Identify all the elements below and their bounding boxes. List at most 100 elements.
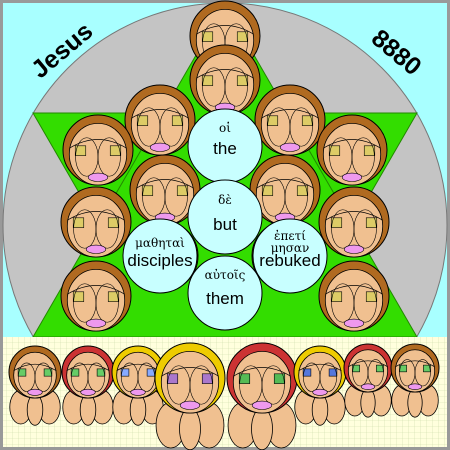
face-head [318, 260, 390, 332]
lips [341, 172, 363, 182]
cheek-lens [414, 359, 431, 387]
eye-band [109, 145, 122, 156]
face-head [154, 342, 226, 450]
eye-band [330, 217, 343, 228]
face-head [343, 343, 393, 418]
cheek-lens [367, 359, 384, 387]
brow-line [323, 139, 381, 149]
body-lobe [79, 393, 97, 426]
eye-band [107, 217, 120, 228]
face-head [61, 345, 115, 426]
english-word-1: the [213, 139, 237, 158]
cheek-lens [351, 137, 375, 177]
greek-word-1: οἱ [219, 121, 231, 135]
word-circle-2 [187, 179, 263, 255]
eye-band [74, 145, 87, 156]
eye-band [363, 145, 376, 156]
greek-word-3: μαθηταὶ [135, 236, 185, 250]
brow-line [348, 360, 388, 368]
eye-band [96, 368, 106, 377]
english-word-4: rebuked [259, 251, 321, 270]
brow-line [325, 285, 383, 295]
brow-line [66, 363, 110, 371]
eye-band [141, 185, 154, 196]
lips [179, 400, 201, 410]
eye-band [423, 364, 431, 373]
brow-line [196, 69, 254, 79]
face-head [111, 345, 165, 426]
body-lobe [26, 393, 44, 426]
brow-line [261, 109, 319, 119]
face-head [60, 260, 132, 332]
brow-line [161, 367, 219, 377]
english-word-3: disciples [127, 251, 193, 270]
eye-band [238, 373, 251, 384]
eye-band [201, 31, 214, 42]
body-lobe [311, 393, 329, 426]
body-lobe [251, 407, 273, 450]
lips [312, 388, 328, 396]
eye-band [72, 291, 85, 302]
eye-band [296, 185, 309, 196]
face-head [293, 345, 347, 426]
cheek-lens [319, 362, 337, 392]
eye-band [328, 368, 338, 377]
cheek-lens [97, 137, 121, 177]
cheek-lens [284, 177, 308, 217]
eye-band [43, 368, 53, 377]
eye-band [399, 364, 407, 373]
eye-band [146, 368, 156, 377]
brow-line [256, 179, 314, 189]
cheek-lens [159, 107, 183, 147]
eye-band [330, 291, 343, 302]
lips [130, 388, 146, 396]
brow-line [233, 367, 291, 377]
brow-line [131, 109, 189, 119]
eye-band [376, 364, 384, 373]
face-head [316, 114, 388, 186]
eye-band [107, 291, 120, 302]
brow-line [13, 363, 57, 371]
eye-band [236, 75, 249, 86]
eye-band [328, 145, 341, 156]
greek-word-2: δὲ [218, 193, 232, 207]
brow-line [298, 363, 342, 371]
eye-band [365, 217, 378, 228]
brow-line [67, 285, 125, 295]
eye-band [352, 364, 360, 373]
body-lobe [360, 387, 376, 418]
eye-band [302, 368, 312, 377]
eye-band [301, 115, 314, 126]
lips [87, 172, 109, 182]
eye-band [70, 368, 80, 377]
brow-line [69, 139, 127, 149]
eye-band [171, 115, 184, 126]
lips [407, 383, 423, 390]
eye-band [166, 373, 179, 384]
english-word-2: but [213, 215, 237, 234]
lips [85, 318, 107, 328]
cheek-lens [34, 362, 52, 392]
eye-band [261, 185, 274, 196]
eye-band [136, 115, 149, 126]
cheek-lens [87, 362, 105, 392]
lips [251, 400, 273, 410]
cheek-lens [95, 283, 119, 323]
face-head [60, 186, 132, 258]
brow-line [196, 25, 254, 35]
lips [360, 383, 376, 390]
face-head [62, 114, 134, 186]
brow-line [325, 211, 383, 221]
lips [343, 244, 365, 254]
lips [149, 142, 171, 152]
face-head [318, 186, 390, 258]
eye-band [365, 291, 378, 302]
face-head [249, 154, 321, 226]
face-head [226, 342, 298, 450]
word-circle-5 [187, 255, 263, 331]
eye-band [176, 185, 189, 196]
body-lobe [129, 393, 147, 426]
cheek-lens [353, 283, 377, 323]
face-head [390, 343, 440, 418]
lips [279, 142, 301, 152]
